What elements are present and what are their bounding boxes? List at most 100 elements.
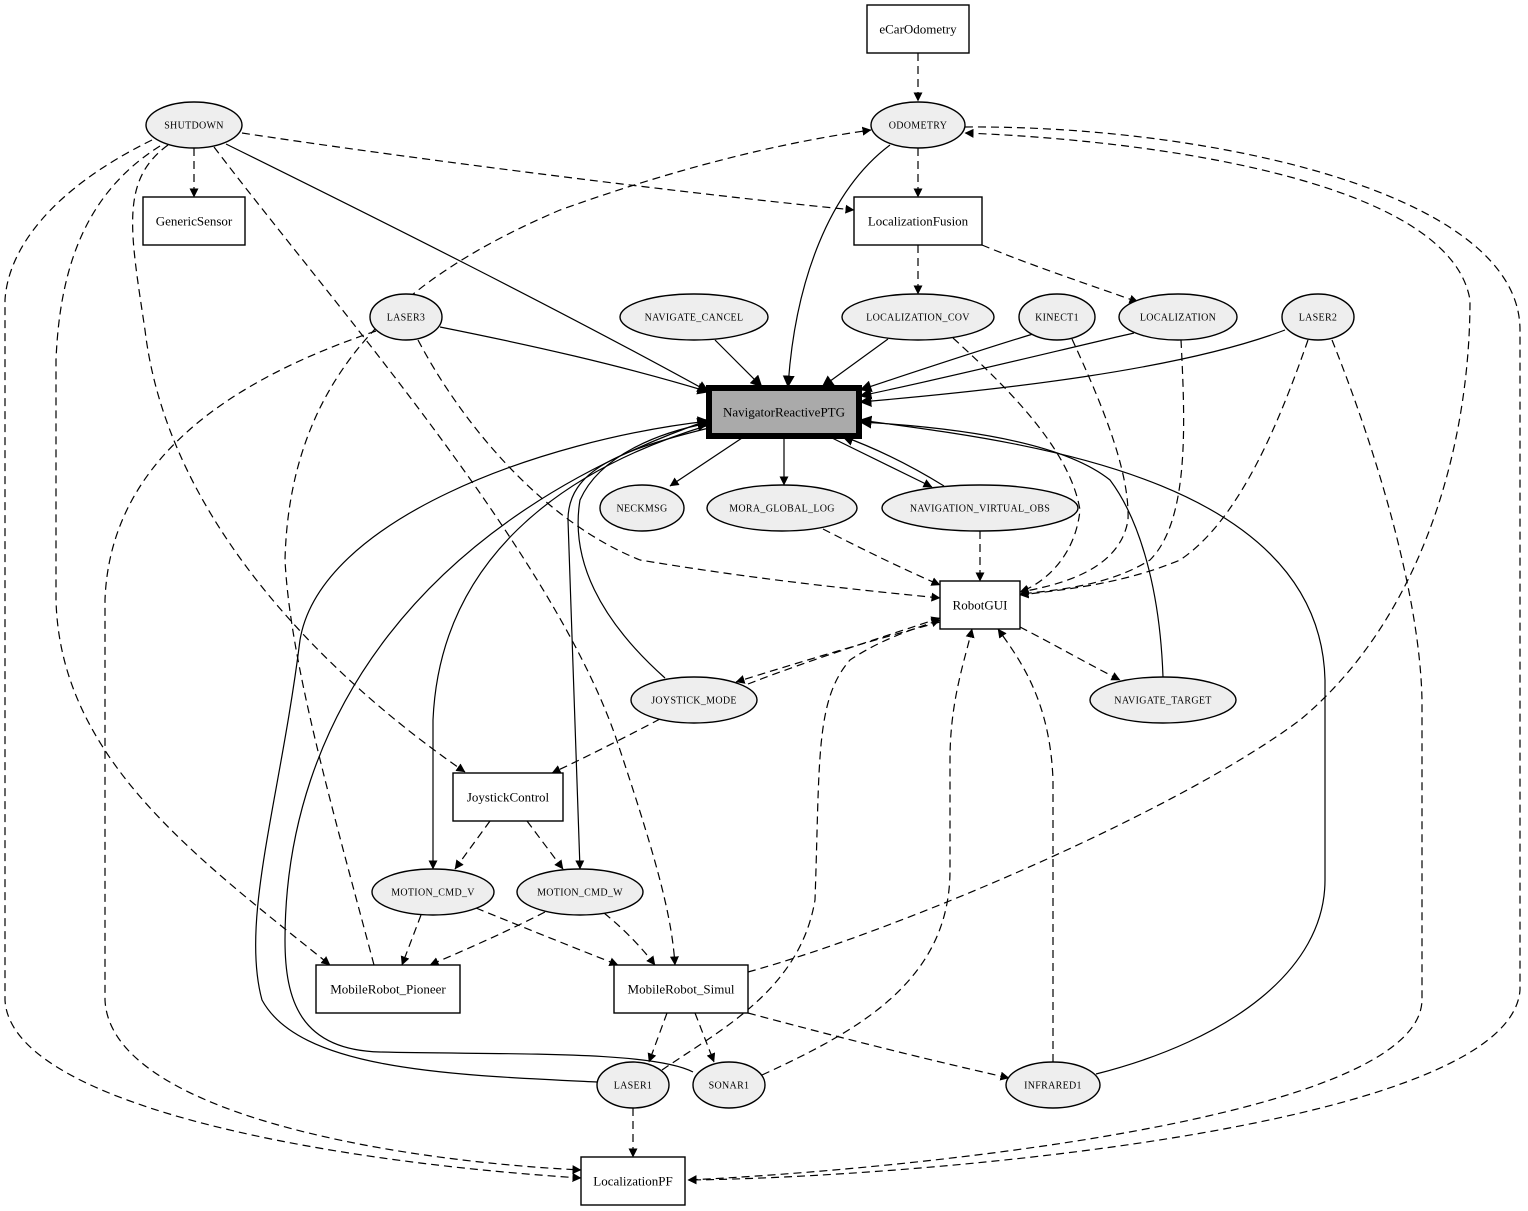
topic-ellipse bbox=[841, 293, 995, 341]
node-laser1[interactable]: LASER1 bbox=[596, 1061, 670, 1109]
node-shutdown[interactable]: SHUTDOWN bbox=[145, 101, 243, 149]
edge-shutdown-to-navigatorreactiveptg bbox=[225, 143, 710, 393]
node-laser3[interactable]: LASER3 bbox=[369, 293, 443, 341]
process-box bbox=[866, 4, 970, 54]
edge-kinect1-to-robotgui bbox=[1019, 338, 1129, 595]
node-genericsensor[interactable]: GenericSensor bbox=[142, 196, 246, 246]
node-label: ODOMETRY bbox=[889, 121, 948, 132]
edge-motion_cmd_v-to-mobilerobot_pioneer bbox=[400, 914, 422, 966]
node-motion-cmd-w[interactable]: MOTION_CMD_W bbox=[516, 868, 644, 916]
edge-shutdown-to-localizationfusion bbox=[241, 132, 855, 214]
node-navigation-virtual-obs[interactable]: NAVIGATION_VIRTUAL_OBS bbox=[881, 484, 1079, 532]
node-odometry[interactable]: ODOMETRY bbox=[870, 101, 966, 149]
node-localization[interactable]: LOCALIZATION bbox=[1118, 293, 1238, 341]
topic-ellipse bbox=[870, 101, 966, 149]
node-infrared1[interactable]: INFRARED1 bbox=[1005, 1061, 1101, 1109]
edge-laser3-to-navigatorreactiveptg bbox=[439, 326, 710, 395]
edge-robotgui-to-joystick_mode bbox=[735, 621, 941, 684]
process-box bbox=[142, 196, 246, 246]
topic-ellipse bbox=[1089, 676, 1237, 724]
edge-localization_cov-to-navigatorreactiveptg bbox=[821, 338, 889, 388]
topic-ellipse bbox=[881, 484, 1079, 532]
edge-motion_cmd_w-to-mobilerobot_simul bbox=[603, 912, 656, 966]
process-box bbox=[452, 772, 564, 822]
process-box bbox=[315, 964, 461, 1014]
node-label: KINECT1 bbox=[1035, 313, 1079, 324]
edge-joystickcontrol-to-motion_cmd_v bbox=[454, 820, 491, 870]
node-label: LASER2 bbox=[1299, 313, 1337, 324]
edge-laser1-to-navigatorreactiveptg bbox=[254, 416, 710, 1083]
edge-laser1-to-robotgui bbox=[661, 618, 941, 1071]
node-navigate-target[interactable]: NAVIGATE_TARGET bbox=[1089, 676, 1237, 724]
node-label: LocalizationPF bbox=[593, 1174, 672, 1189]
node-label: JoystickControl bbox=[467, 790, 550, 805]
edge-infrared1-to-navigatorreactiveptg bbox=[859, 415, 1326, 1075]
topic-ellipse bbox=[706, 484, 858, 532]
edge-navigate_cancel-to-navigatorreactiveptg bbox=[714, 339, 763, 388]
edge-shutdown-to-mobilerobot_simul bbox=[213, 146, 679, 966]
edge-navigatorreactiveptg-to-neckmsg bbox=[669, 435, 746, 487]
node-joystickcontrol[interactable]: JoystickControl bbox=[452, 772, 564, 822]
node-joystick-mode[interactable]: JOYSTICK_MODE bbox=[630, 676, 758, 724]
edge-laser3-to-localizationpf bbox=[104, 330, 582, 1175]
edge-sonar1-to-robotgui bbox=[761, 628, 975, 1076]
node-localizationpf[interactable]: LocalizationPF bbox=[580, 1156, 686, 1206]
edge-laser2-to-navigatorreactiveptg bbox=[859, 329, 1286, 408]
edge-shutdown-to-localizationpf bbox=[4, 139, 582, 1182]
edge-sonar1-to-navigatorreactiveptg bbox=[284, 418, 710, 1073]
node-label: JOYSTICK_MODE bbox=[651, 696, 737, 707]
edge-shutdown-to-joystickcontrol bbox=[132, 144, 466, 773]
edge-infrared1-to-robotgui bbox=[997, 628, 1054, 1062]
edge-mobilerobot_simul-to-infrared1 bbox=[747, 1012, 1010, 1081]
edge-mobilerobot_simul-to-sonar1 bbox=[694, 1012, 716, 1063]
node-navigate-cancel[interactable]: NAVIGATE_CANCEL bbox=[619, 293, 769, 341]
node-laser2[interactable]: LASER2 bbox=[1281, 293, 1355, 341]
edge-joystick_mode-to-robotgui bbox=[747, 616, 941, 685]
node-label: SONAR1 bbox=[709, 1081, 750, 1092]
node-sonar1[interactable]: SONAR1 bbox=[692, 1061, 766, 1109]
edge-navigate_target-to-navigatorreactiveptg bbox=[859, 416, 1164, 678]
topic-ellipse bbox=[599, 484, 685, 532]
edge-joystickcontrol-to-motion_cmd_w bbox=[526, 820, 564, 870]
node-label: MobileRobot_Pioneer bbox=[330, 982, 446, 997]
edge-odometry-to-navigatorreactiveptg bbox=[782, 144, 891, 388]
node-ecarodometry[interactable]: eCarOdometry bbox=[866, 4, 970, 54]
node-mobilerobot-simul[interactable]: MobileRobot_Simul bbox=[613, 964, 749, 1014]
node-navigatorreactiveptg[interactable]: NavigatorReactivePTG bbox=[706, 385, 862, 439]
node-label: NAVIGATE_TARGET bbox=[1114, 696, 1211, 707]
edge-mora_global_log-to-robotgui bbox=[822, 528, 941, 586]
node-label: NAVIGATION_VIRTUAL_OBS bbox=[910, 504, 1050, 515]
process-box bbox=[580, 1156, 686, 1206]
node-label: MOTION_CMD_W bbox=[537, 888, 623, 899]
edge-navigatorreactiveptg-to-motion_cmd_v bbox=[428, 424, 710, 870]
edge-joystick_mode-to-navigatorreactiveptg bbox=[577, 419, 710, 679]
process-box bbox=[853, 196, 983, 246]
edge-localization-to-robotgui bbox=[1019, 339, 1185, 598]
edge-mobilerobot_simul-to-odometry bbox=[747, 128, 1471, 973]
topic-ellipse bbox=[1018, 293, 1096, 341]
node-kinect1[interactable]: KINECT1 bbox=[1018, 293, 1096, 341]
node-label: eCarOdometry bbox=[879, 22, 957, 37]
node-localization-cov[interactable]: LOCALIZATION_COV bbox=[841, 293, 995, 341]
topic-ellipse bbox=[619, 293, 769, 341]
node-label: GenericSensor bbox=[156, 214, 233, 229]
node-neckmsg[interactable]: NECKMSG bbox=[599, 484, 685, 532]
edge-robotgui-to-navigate_target bbox=[1019, 626, 1121, 681]
node-mobilerobot-pioneer[interactable]: MobileRobot_Pioneer bbox=[315, 964, 461, 1014]
topic-ellipse bbox=[369, 293, 443, 341]
node-label: LASER3 bbox=[387, 313, 425, 324]
node-motion-cmd-v[interactable]: MOTION_CMD_V bbox=[371, 868, 495, 916]
edge-kinect1-to-navigatorreactiveptg bbox=[859, 333, 1034, 393]
topic-ellipse bbox=[145, 101, 243, 149]
topic-ellipse bbox=[1118, 293, 1238, 341]
node-label: LOCALIZATION_COV bbox=[866, 313, 970, 324]
node-label: NavigatorReactivePTG bbox=[723, 405, 845, 420]
node-label: MobileRobot_Simul bbox=[628, 982, 735, 997]
topic-ellipse bbox=[1005, 1061, 1101, 1109]
node-robotgui[interactable]: RobotGUI bbox=[939, 580, 1021, 630]
node-label: NECKMSG bbox=[617, 504, 668, 515]
edge-navigatorreactiveptg-to-navigation_virtual_obs bbox=[827, 435, 933, 488]
node-localizationfusion[interactable]: LocalizationFusion bbox=[853, 196, 983, 246]
node-mora-global-log[interactable]: MORA_GLOBAL_LOG bbox=[706, 484, 858, 532]
